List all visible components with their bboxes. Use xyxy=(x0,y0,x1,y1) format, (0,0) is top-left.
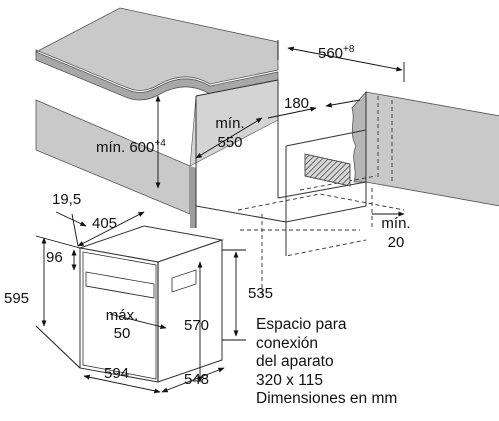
niche-min-height-tolerance: +4 xyxy=(154,138,166,149)
oven-panel-depth-label: 405 xyxy=(92,215,118,232)
oven-body-height-label: 570 xyxy=(184,317,210,334)
niche-min-depth-label: mín. 550 xyxy=(210,116,250,151)
right-wall xyxy=(351,90,499,207)
oven xyxy=(78,225,224,383)
niche-width-tolerance: +8 xyxy=(343,44,355,55)
dimension-lines xyxy=(35,40,405,394)
niche-min-back-label: mín. 20 xyxy=(376,216,416,251)
oven-max-value: 50 xyxy=(113,325,131,342)
oven-panel-height-label: 96 xyxy=(46,249,63,266)
niche-min-back-prefix: mín. xyxy=(381,215,411,232)
worktop xyxy=(35,7,279,228)
note-line-1: Espacio para xyxy=(256,316,347,333)
connection-opening xyxy=(304,153,351,187)
units-note: Dimensiones en mm xyxy=(256,390,398,407)
note-line-2: conexión xyxy=(256,334,319,352)
niche-dashed-lines xyxy=(237,96,405,296)
note-line-3: del aparato xyxy=(256,353,334,370)
oven-width-label: 594 xyxy=(104,365,130,382)
niche-min-height-label: mín. 600+4 xyxy=(96,136,166,156)
connection-space-note: Espacio para conexión del aparato 320 x … xyxy=(256,316,397,409)
niche-frame xyxy=(195,79,367,256)
oven-depth-label: 548 xyxy=(184,371,210,388)
niche-min-back-value: 20 xyxy=(387,234,405,251)
niche-min-height-value: mín. 600 xyxy=(96,139,155,156)
niche-min-depth-prefix: mín. xyxy=(215,115,245,132)
oven-top-offset-label: 19,5 xyxy=(52,191,82,208)
oven-max-prefix: máx. xyxy=(105,307,139,324)
oven-side-height-label: 535 xyxy=(248,285,274,302)
oven-max-gap-label: máx. 50 xyxy=(100,308,144,342)
oven-front-height-label: 595 xyxy=(4,290,30,307)
niche-side-gap-label: 180 xyxy=(284,95,310,112)
niche-width-label: 560+8 xyxy=(318,42,354,62)
niche-width-value: 560 xyxy=(318,45,344,62)
note-line-4: 320 x 115 xyxy=(256,371,323,389)
niche-min-depth-value: 550 xyxy=(217,134,243,151)
